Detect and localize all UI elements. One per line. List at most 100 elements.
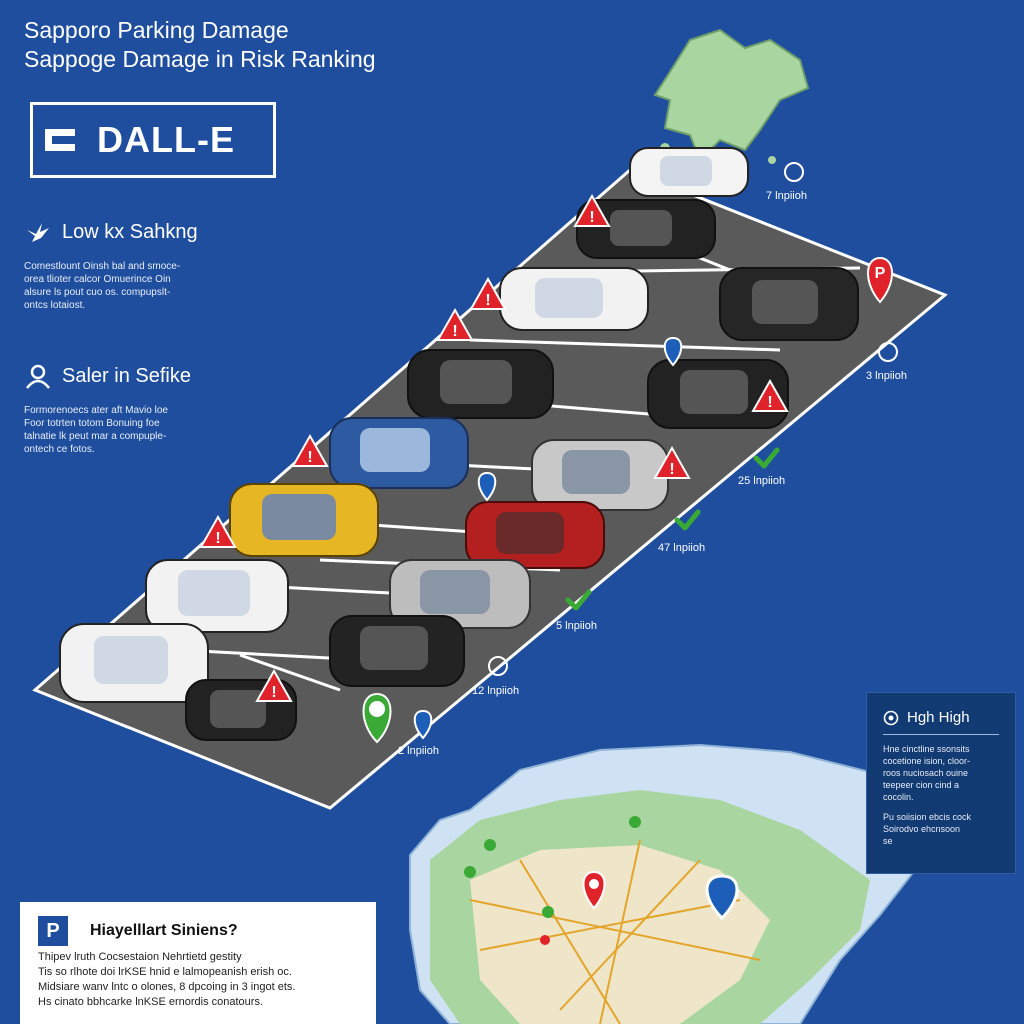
map-pin-red-small-icon xyxy=(540,935,550,945)
title-line-2: Sappoge Damage in Risk Ranking xyxy=(24,46,376,72)
risk-line: se xyxy=(883,836,893,846)
warning-triangle-icon: ! xyxy=(291,433,329,467)
car-white xyxy=(499,267,649,331)
car-white xyxy=(629,147,749,197)
car-red xyxy=(465,501,605,569)
stall-label: 7 lnpiioh xyxy=(766,190,807,202)
risk-line: Hne cinctline ssonsits xyxy=(883,744,970,754)
stall-badge-icon xyxy=(488,656,508,676)
green-marker-icon xyxy=(362,692,392,744)
section-saler-title: Saler in Sefike xyxy=(62,364,191,387)
svg-text:!: ! xyxy=(452,323,457,340)
location-pin-icon xyxy=(477,471,497,502)
info-line: Hs cinato bbhcarke lnKSE ernordis conato… xyxy=(38,996,264,1008)
svg-text:!: ! xyxy=(215,530,220,547)
section-saler-body: Formorenoecs ater aft Mavio loe Foor tot… xyxy=(24,404,224,456)
map-pin-red-center xyxy=(589,879,599,889)
body-line: orea tlioter calcor Omuerince Oin xyxy=(24,274,171,285)
car-white xyxy=(59,623,209,703)
map-pin-green-icon xyxy=(464,866,476,878)
car-black xyxy=(719,267,859,341)
hokkaido-map-shape xyxy=(653,28,810,162)
warning-icons: ! ! ! ! ! ! ! ! xyxy=(199,193,789,702)
svg-text:!: ! xyxy=(767,394,772,411)
parking-pin-icon: P xyxy=(867,256,893,304)
svg-text:P: P xyxy=(875,265,886,282)
check-icon xyxy=(674,509,701,531)
stall-label: 5 lnpiioh xyxy=(556,620,597,632)
map-pin-green-icon xyxy=(629,816,641,828)
section-low-heading: Low kx Sahkng xyxy=(24,218,198,246)
risk-line: cocetione ision, cloor- xyxy=(883,756,971,766)
car-black xyxy=(329,615,465,687)
check-icons xyxy=(565,447,780,611)
risk-panel-heading: Hgh High xyxy=(883,709,999,726)
body-line: ontech ce fotos. xyxy=(24,444,95,455)
car-black xyxy=(407,349,554,419)
location-pin-icon xyxy=(413,709,433,740)
section-low-title: Low kx Sahkng xyxy=(62,220,198,243)
stall-label: 12 lnpiioh xyxy=(472,685,520,697)
logo-mark-icon xyxy=(45,129,75,151)
svg-text:!: ! xyxy=(589,209,594,226)
section-low-body: Comestlount Oinsh bal and smoce- orea tl… xyxy=(24,260,224,312)
risk-panel-divider xyxy=(883,734,999,735)
risk-line: Pu soiision ebcis cock xyxy=(883,812,972,822)
info-card: P Hiayelllart Siniens? Thipev lruth Cocs… xyxy=(20,902,376,1024)
body-line: ontcs lotaiost. xyxy=(24,300,86,311)
logo-text: DALL-E xyxy=(97,119,235,160)
body-line: alsure ls pout cuo os. compupslt- xyxy=(24,287,171,298)
risk-panel-body: Hne cinctline ssonsits cocetione ision, … xyxy=(883,743,999,803)
warning-triangle-icon: ! xyxy=(751,378,789,412)
high-risk-panel: Hgh High Hne cinctline ssonsits cocetion… xyxy=(866,692,1016,874)
risk-line: teepeer cion cind a xyxy=(883,780,960,790)
map-pin-blue-icon xyxy=(705,874,739,921)
page-title: Sapporo Parking Damage Sappoge Damage in… xyxy=(24,16,376,74)
warning-triangle-icon: ! xyxy=(469,276,507,310)
risk-line: Soirodvo ehcnsoon xyxy=(883,824,961,834)
map-pin-green-icon xyxy=(542,906,554,918)
info-line: Tis so rlhote doi lrKSE hnid e lalmopean… xyxy=(38,966,292,978)
svg-text:!: ! xyxy=(307,449,312,466)
body-line: talnatie lk peut mar a compuple- xyxy=(24,431,167,442)
svg-text:!: ! xyxy=(485,292,490,309)
stall-label: 2 lnpiioh xyxy=(398,745,439,757)
info-line: Midsiare wanv lntc o olones, 8 dpcoing i… xyxy=(38,981,296,993)
bird-icon xyxy=(27,223,49,242)
parking-badge-icon: P xyxy=(38,916,68,946)
warning-triangle-icon: ! xyxy=(199,514,237,548)
svg-text:!: ! xyxy=(669,461,674,478)
cars xyxy=(59,147,859,741)
stall-label: 47 lnpiioh xyxy=(658,542,706,554)
target-icon xyxy=(883,710,899,725)
car-white xyxy=(145,559,289,633)
check-icon xyxy=(753,447,780,469)
body-line: Foor totrten totom Bonuing foe xyxy=(24,418,160,429)
info-card-body: Thipev lruth Cocsestaion Nehrtietd gesti… xyxy=(38,950,358,1010)
body-line: Formorenoecs ater aft Mavio loe xyxy=(24,405,168,416)
check-icon xyxy=(565,589,592,611)
warning-triangle-icon: ! xyxy=(436,307,474,341)
stall-label: 3 lnpiioh xyxy=(866,370,907,382)
location-pins xyxy=(413,336,683,740)
info-card-title: Hiayelllart Siniens? xyxy=(90,922,238,939)
svg-text:!: ! xyxy=(271,684,276,701)
info-card-header: P Hiayelllart Siniens? xyxy=(38,916,358,946)
section-saler-heading: Saler in Sefike xyxy=(24,362,191,390)
car-silver xyxy=(531,439,669,511)
person-icon xyxy=(26,364,50,389)
stall-badges xyxy=(488,162,898,676)
island-dot xyxy=(768,156,776,164)
warning-triangle-icon: ! xyxy=(573,193,611,227)
risk-line: roos nuciosach ouine xyxy=(883,768,969,778)
stall-badge-icon xyxy=(878,342,898,362)
logo-box: DALL-E xyxy=(30,102,276,178)
stall-badge-icon xyxy=(784,162,804,182)
stall-label: 25 lnpiioh xyxy=(738,475,786,487)
body-line: Comestlount Oinsh bal and smoce- xyxy=(24,261,181,272)
map-pin-red-icon xyxy=(582,870,606,910)
title-line-1: Sapporo Parking Damage xyxy=(24,17,289,43)
warning-triangle-icon: ! xyxy=(255,668,293,702)
city-roads xyxy=(469,839,761,1024)
